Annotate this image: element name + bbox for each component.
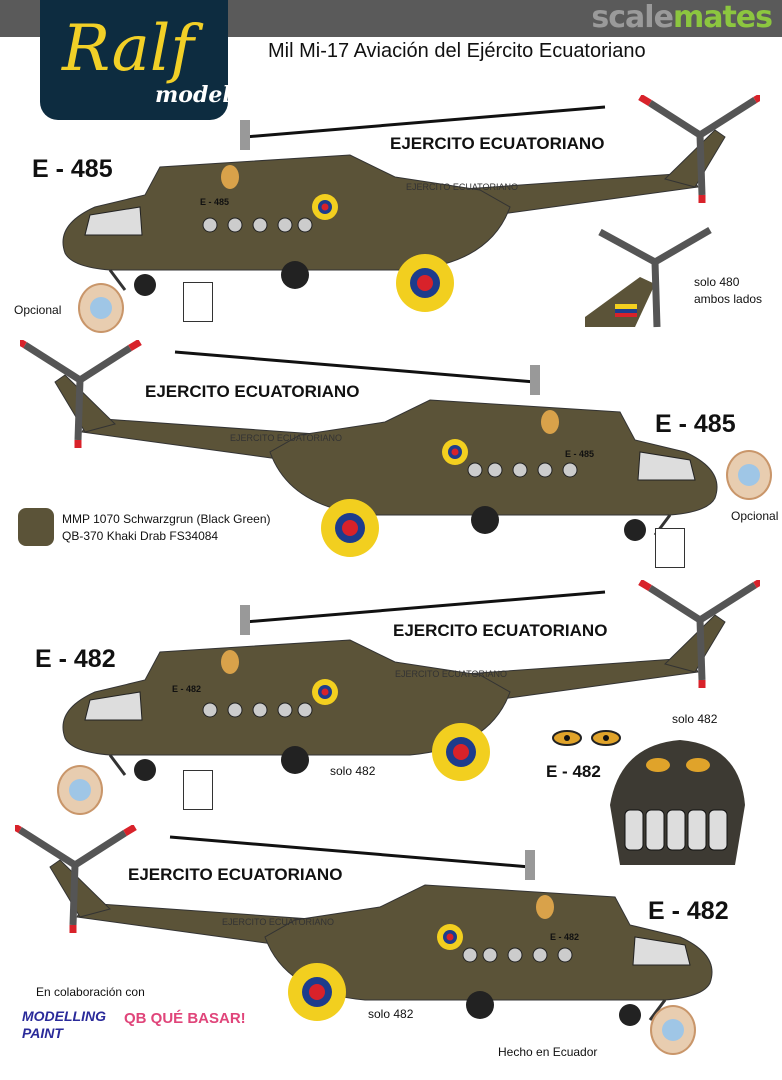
opcional-note: Opcional [14,303,62,317]
helicopter-profile [62,92,764,296]
boom-text: EJERCITO ECUATORIANO [222,917,335,927]
solo-482-note: solo 482 [368,1007,414,1021]
helicopter-profile-1 [50,92,764,305]
scalemates-watermark[interactable]: scalemates [591,0,773,35]
qb-logo: QB QUÉ BASAR! [124,1010,246,1027]
fuselage-serial: E - 482 [172,684,202,694]
collaboration-text: En colaboración con [36,985,145,999]
unit-emblem [57,765,103,815]
helicopter-profile-3 [50,577,764,790]
unit-decal [183,770,213,810]
serial-callout: E - 482 [35,645,116,673]
made-in-text: Hecho en Ecuador [498,1045,598,1059]
tail-text-callout: EJERCITO ECUATORIANO [393,621,608,640]
unit-decal [183,282,213,322]
opcional-note: Opcional [731,509,779,523]
helicopter-profile-2 [16,337,730,550]
tail-insert [585,226,712,328]
gorilla-face-nose-art [552,730,745,865]
serial-callout: E - 482 [648,897,729,925]
modelling-paint-logo: MODELLING PAINT [22,1008,106,1041]
boom-text: EJERCITO ECUATORIANO [395,669,508,679]
roundel [432,723,490,781]
roundel [288,963,346,1021]
tail-text-callout: EJERCITO ECUATORIANO [128,865,343,884]
boom-text: EJERCITO ECUATORIANO [406,182,519,192]
fuselage-serial: E - 482 [550,932,580,942]
color-swatch [18,508,54,546]
helicopter-profile-4 [11,822,725,1035]
boom-text: EJERCITO ECUATORIANO [230,433,343,443]
fuselage-serial: E - 485 [565,449,595,459]
roundel [396,254,454,312]
fuselage-serial: E - 485 [200,197,230,207]
helicopter-profile [16,337,718,541]
unit-emblem [650,1005,696,1055]
unit-emblem [78,283,124,333]
page-title: Mil Mi-17 Aviación del Ejército Ecuatori… [268,40,646,62]
tail-text-callout: EJERCITO ECUATORIANO [145,382,360,401]
serial-callout: E - 485 [32,155,113,183]
helicopter-profile [11,822,713,1026]
unit-emblem [726,450,772,500]
face-title: solo 482 [672,712,718,726]
roundel [321,499,379,557]
solo-482-note: solo 482 [330,764,376,778]
paint-legend: MMP 1070 Schwarzgrun (Black Green)QB-370… [62,512,271,543]
tail-text-callout: EJERCITO ECUATORIANO [390,134,605,153]
helicopter-profile [62,577,764,781]
face-serial: E - 482 [546,762,601,781]
serial-callout: E - 485 [655,410,736,438]
unit-decal [655,528,685,568]
